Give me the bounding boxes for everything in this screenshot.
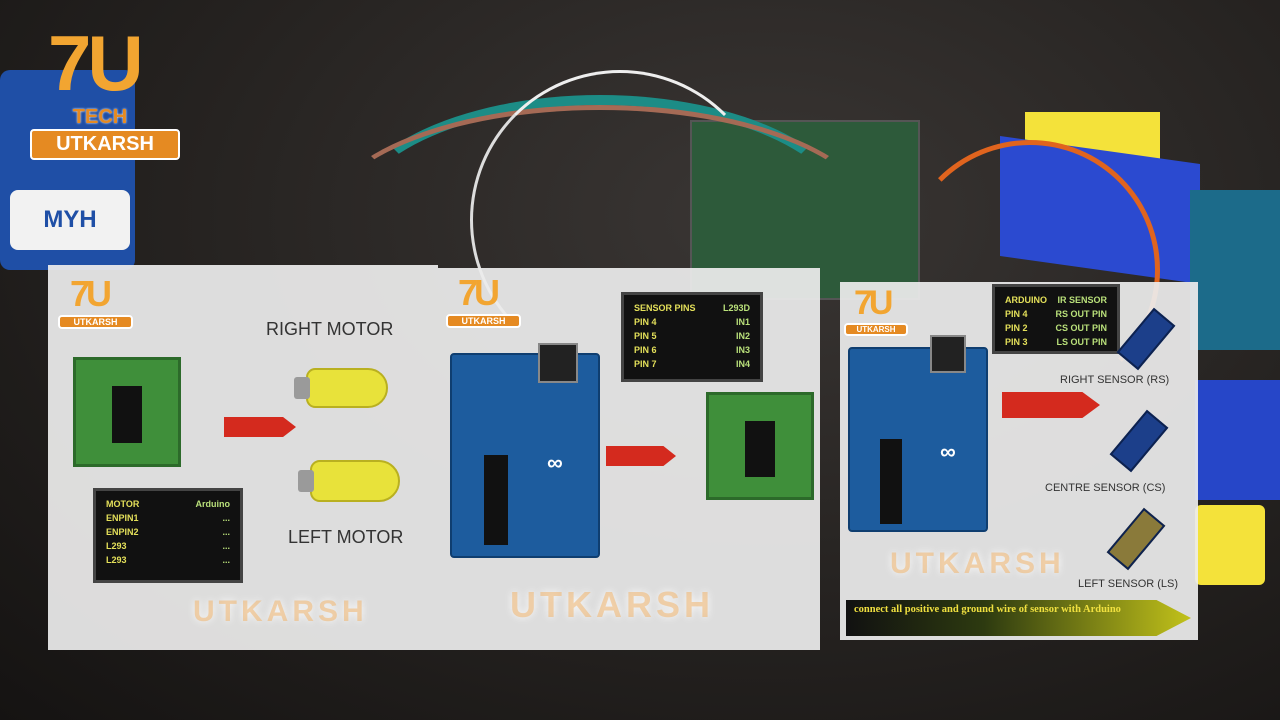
left-motor	[298, 460, 400, 502]
red-arrow	[1002, 392, 1100, 418]
panel-logo-mark: 7U	[854, 284, 893, 322]
arduino-logo: ∞	[547, 450, 563, 475]
panel-logo: 7U UTKARSH	[446, 272, 521, 328]
centre-ir-sensor	[1109, 409, 1169, 473]
watermark: UTKARSH	[193, 595, 368, 628]
instruction-banner: connect all positive and ground wire of …	[846, 600, 1191, 636]
watermark: UTKARSH	[510, 584, 714, 625]
panel-logo-mark: 7U	[458, 272, 500, 313]
panel-logo-tag: UTKARSH	[58, 315, 133, 329]
panel-logo-tag: UTKARSH	[844, 323, 908, 336]
logo-line1: TECH	[72, 106, 128, 128]
logo-line2: UTKARSH	[30, 129, 180, 160]
l293d-driver-module	[706, 392, 814, 500]
panel-logo: 7U UTKARSH	[844, 284, 908, 336]
logo-mark: 7U	[48, 19, 144, 107]
channel-logo: 7U TECH UTKARSH	[30, 20, 190, 160]
arduino-logo: ∞	[940, 439, 956, 464]
wire-orange	[900, 140, 1160, 400]
yellow-wheel	[1195, 505, 1265, 585]
watermark: UTKARSH	[890, 547, 1065, 580]
left-ir-sensor	[1106, 507, 1166, 571]
panel-logo: 7U UTKARSH	[58, 273, 133, 329]
left-motor-label: LEFT MOTOR	[288, 527, 404, 547]
arduino-uno-board: ∞	[848, 335, 988, 532]
arduino-board-background	[1190, 190, 1280, 350]
l293d-driver-module	[73, 357, 181, 467]
panel-logo-mark: 7U	[70, 273, 112, 314]
arduino-uno-board: ∞	[450, 343, 600, 558]
wire-white	[470, 70, 770, 370]
right-motor	[294, 368, 388, 408]
battery-label: HYM	[10, 190, 130, 250]
centre-sensor-label: CENTRE SENSOR (CS)	[1045, 482, 1166, 494]
battery: HYM	[0, 70, 135, 270]
panel-logo-tag: UTKARSH	[446, 314, 521, 328]
left-sensor-label: LEFT SENSOR (LS)	[1078, 578, 1179, 590]
blue-chassis-edge	[1195, 380, 1280, 500]
red-arrow	[224, 417, 296, 437]
right-ir-sensor	[1116, 307, 1176, 371]
right-sensor-label: RIGHT SENSOR (RS)	[1060, 374, 1170, 386]
right-motor-label: RIGHT MOTOR	[266, 319, 394, 339]
red-arrow	[606, 446, 676, 466]
